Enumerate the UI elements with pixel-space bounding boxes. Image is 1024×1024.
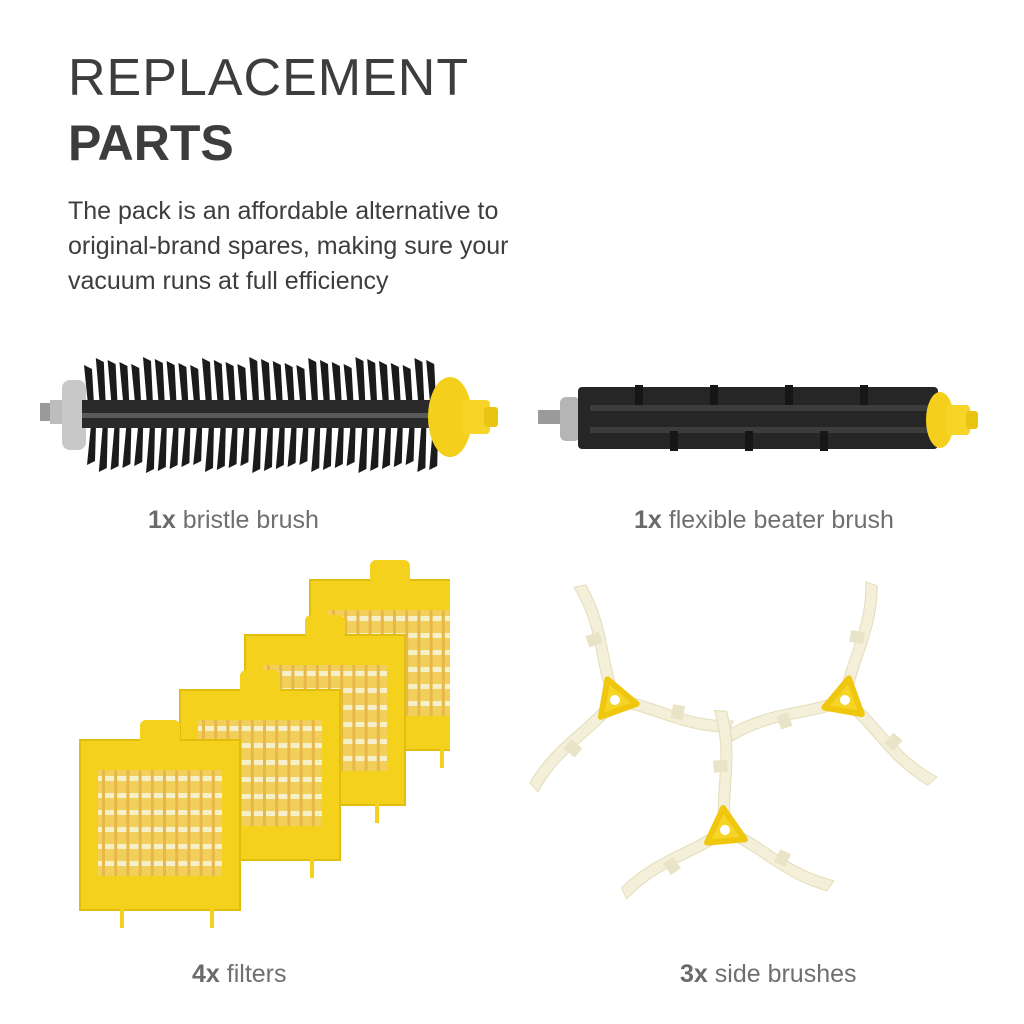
qty-side-brushes: 3x — [680, 960, 708, 988]
bristles — [84, 357, 439, 473]
name-bristle-brush: bristle brush — [182, 506, 319, 534]
heading-line-1: REPLACEMENT — [68, 49, 470, 107]
qty-beater-brush: 1x — [634, 506, 662, 534]
beater-brush-image — [538, 385, 978, 451]
heading-line-2: PARTS — [68, 115, 234, 171]
caption-bristle-brush: 1x bristle brush — [148, 506, 319, 535]
side-brush-1 — [529, 584, 734, 793]
qty-bristle-brush: 1x — [148, 506, 176, 534]
filter-image — [79, 560, 450, 928]
filter-4 — [79, 720, 241, 928]
name-side-brushes: side brushes — [714, 960, 857, 988]
caption-beater-brush: 1x flexible beater brush — [634, 506, 894, 535]
qty-filters: 4x — [192, 960, 220, 988]
side-brush-image — [529, 581, 938, 900]
side-brush-2 — [729, 581, 938, 786]
caption-filters: 4x filters — [192, 960, 287, 989]
side-brush-3 — [620, 709, 835, 900]
caption-side-brushes: 3x side brushes — [680, 960, 857, 989]
bristle-brush-image — [40, 357, 498, 473]
description: The pack is an affordable alternative to… — [68, 197, 509, 295]
name-beater-brush: flexible beater brush — [668, 506, 894, 534]
name-filters: filters — [226, 960, 287, 988]
